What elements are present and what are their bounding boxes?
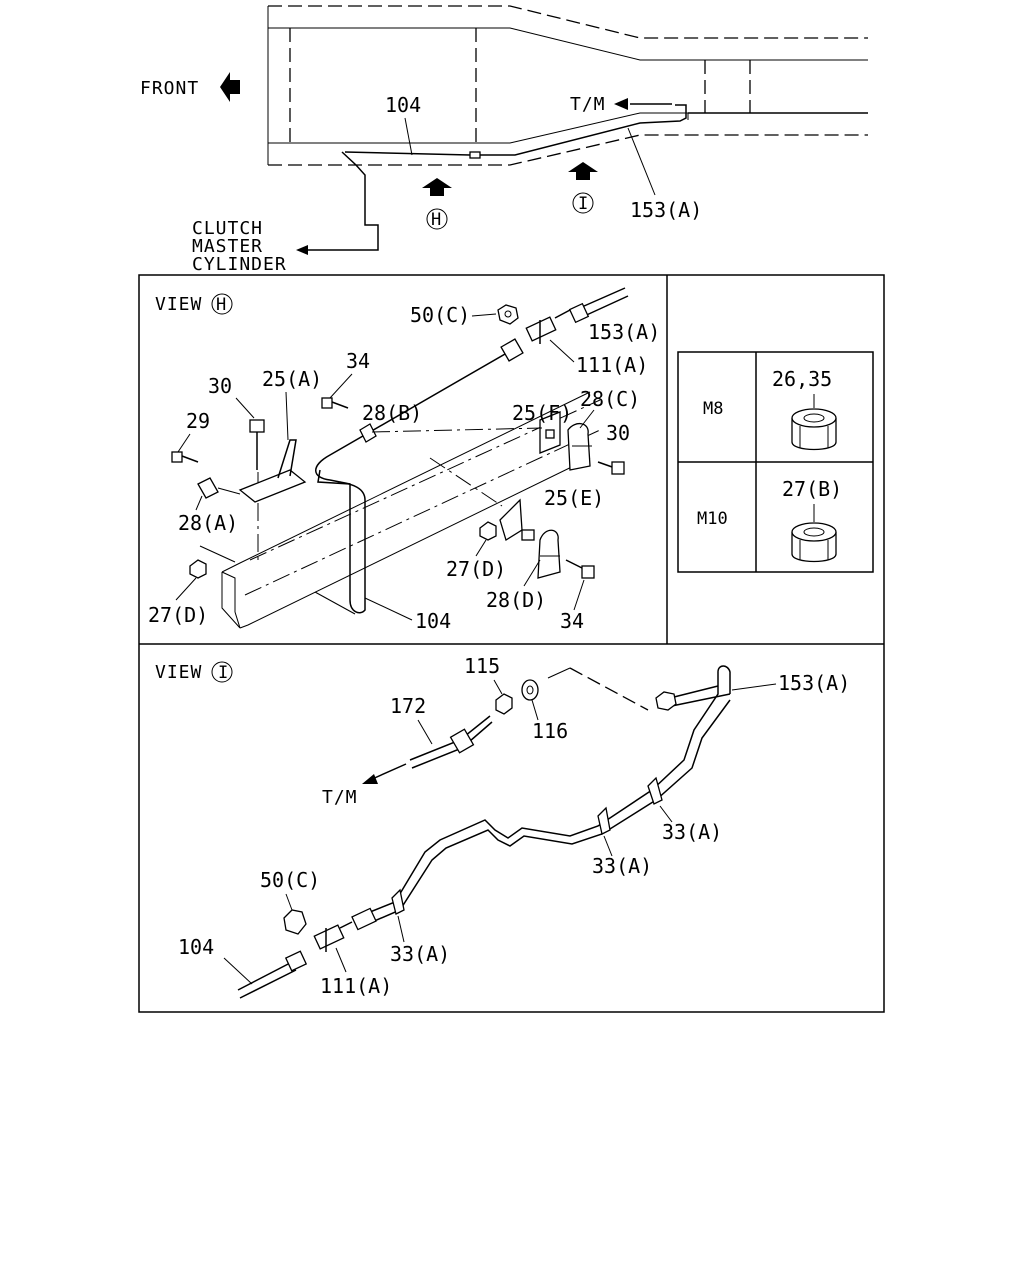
view-h-arrow-icon (422, 178, 452, 196)
part-50c-i: 50(C) (260, 868, 320, 935)
clutch-arrow-icon (296, 245, 308, 255)
view-i-arrow-icon (568, 162, 598, 180)
part-33a-1: 33(A) (647, 776, 722, 844)
table-size-m10: M10 (697, 509, 728, 529)
svg-text:I: I (578, 194, 588, 214)
hex-nut-m8-icon (791, 394, 837, 451)
view-h-section: VIEW H 104 50(C) (148, 287, 660, 633)
view-h-marker: H (422, 178, 452, 230)
nut-table: M8 26,35 M10 27(B) (677, 351, 874, 573)
svg-text:172: 172 (390, 694, 426, 718)
svg-text:29: 29 (186, 409, 210, 433)
table-size-m8: M8 (703, 399, 723, 419)
label-153a: 153(A) (630, 198, 702, 222)
svg-text:50(C): 50(C) (260, 868, 320, 892)
svg-text:115: 115 (464, 654, 500, 678)
part-27d-left: 27(D) (148, 559, 208, 627)
part-111a: 111(A) (525, 309, 648, 377)
svg-text:104: 104 (178, 935, 214, 959)
part-33a-2: 33(A) (592, 806, 652, 878)
svg-text:25(A): 25(A) (262, 367, 322, 391)
svg-text:I: I (218, 663, 228, 683)
svg-text:30: 30 (208, 374, 232, 398)
svg-text:116: 116 (532, 719, 568, 743)
frame-rail (199, 391, 601, 629)
front-arrow-icon (220, 72, 240, 102)
part-153a-h: 153(A) (568, 287, 660, 344)
svg-text:25(E): 25(E) (544, 486, 604, 510)
part-28a: 28(A) (178, 477, 241, 535)
tm-label: T/M (570, 94, 606, 115)
pipe-104-h (315, 349, 513, 614)
part-34-bottom: 34 (560, 559, 595, 633)
label-104: 104 (385, 93, 421, 117)
part-30-left: 30 (208, 374, 265, 560)
svg-text:33(A): 33(A) (662, 820, 722, 844)
svg-text:111(A): 111(A) (576, 353, 648, 377)
view-i-title-marker (211, 661, 233, 683)
svg-text:111(A): 111(A) (320, 974, 392, 998)
svg-text:34: 34 (560, 609, 584, 633)
hex-nut-m10-icon (791, 504, 837, 563)
part-111a-i: 111(A) (313, 921, 392, 998)
clutch-label-line1: CLUTCH (192, 218, 263, 239)
tm-arrow-icon (614, 98, 628, 110)
part-25f: 25(F) (371, 401, 572, 454)
svg-text:27(D): 27(D) (148, 603, 208, 627)
part-153a-i: 153(A) (547, 667, 850, 711)
clutch-label-line2: MASTER (192, 236, 263, 257)
svg-text:28(B): 28(B) (362, 401, 422, 425)
clutch-label-line3: CYLINDER (192, 254, 287, 275)
view-h-label-104: 104 (415, 609, 451, 633)
svg-text:153(A): 153(A) (778, 671, 850, 695)
view-i-title: VIEW (155, 662, 202, 683)
overview-section: FRONT T/M 104 153(A) H I CLUTCH MASTER C… (140, 5, 868, 275)
flare-nut (500, 338, 524, 362)
view-i-section: VIEW I 153(A) 115 116 (155, 654, 850, 999)
part-25a: 25(A) (238, 367, 322, 503)
svg-text:33(A): 33(A) (592, 854, 652, 878)
frame-outline (267, 5, 868, 166)
part-28c: 28(C) (567, 387, 640, 471)
part-25e: 25(E) (429, 457, 604, 542)
table-part-26-35: 26,35 (772, 367, 832, 391)
part-50c: 50(C) (410, 303, 519, 327)
part-33a-3: 33(A) (390, 888, 450, 966)
svg-text:25(F): 25(F) (512, 401, 572, 425)
panel-frame (138, 274, 885, 1013)
part-29: 29 (171, 409, 210, 463)
svg-text:27(D): 27(D) (446, 557, 506, 581)
svg-text:28(C): 28(C) (580, 387, 640, 411)
svg-text:28(A): 28(A) (178, 511, 238, 535)
svg-text:H: H (216, 295, 226, 315)
svg-text:153(A): 153(A) (588, 320, 660, 344)
table-part-27b: 27(B) (782, 477, 842, 501)
front-label: FRONT (140, 78, 199, 99)
view-h-title-marker (211, 293, 233, 315)
part-28b: 28(B) (359, 401, 422, 443)
part-172: 172 T/M (322, 694, 493, 808)
view-h-title: VIEW (155, 294, 202, 315)
part-116: 116 (521, 679, 568, 743)
pipe-end-i (351, 907, 377, 931)
pipe-routing (296, 98, 687, 255)
svg-text:34: 34 (346, 349, 370, 373)
part-27d-right: 27(D) (446, 521, 506, 581)
svg-text:50(C): 50(C) (410, 303, 470, 327)
pipe-104-i: 104 (178, 935, 308, 999)
svg-text:H: H (431, 210, 441, 230)
part-30-right: 30 (597, 421, 630, 475)
view-i-marker: I (568, 162, 598, 214)
svg-text:T/M: T/M (322, 787, 358, 808)
svg-text:30: 30 (606, 421, 630, 445)
svg-text:33(A): 33(A) (390, 942, 450, 966)
tm-arrow-i-icon (362, 774, 378, 784)
svg-text:28(D): 28(D) (486, 588, 546, 612)
part-28d: 28(D) (486, 529, 561, 612)
part-34-top: 34 (321, 349, 370, 409)
part-115: 115 (464, 654, 513, 715)
pipe-joint (469, 151, 481, 159)
